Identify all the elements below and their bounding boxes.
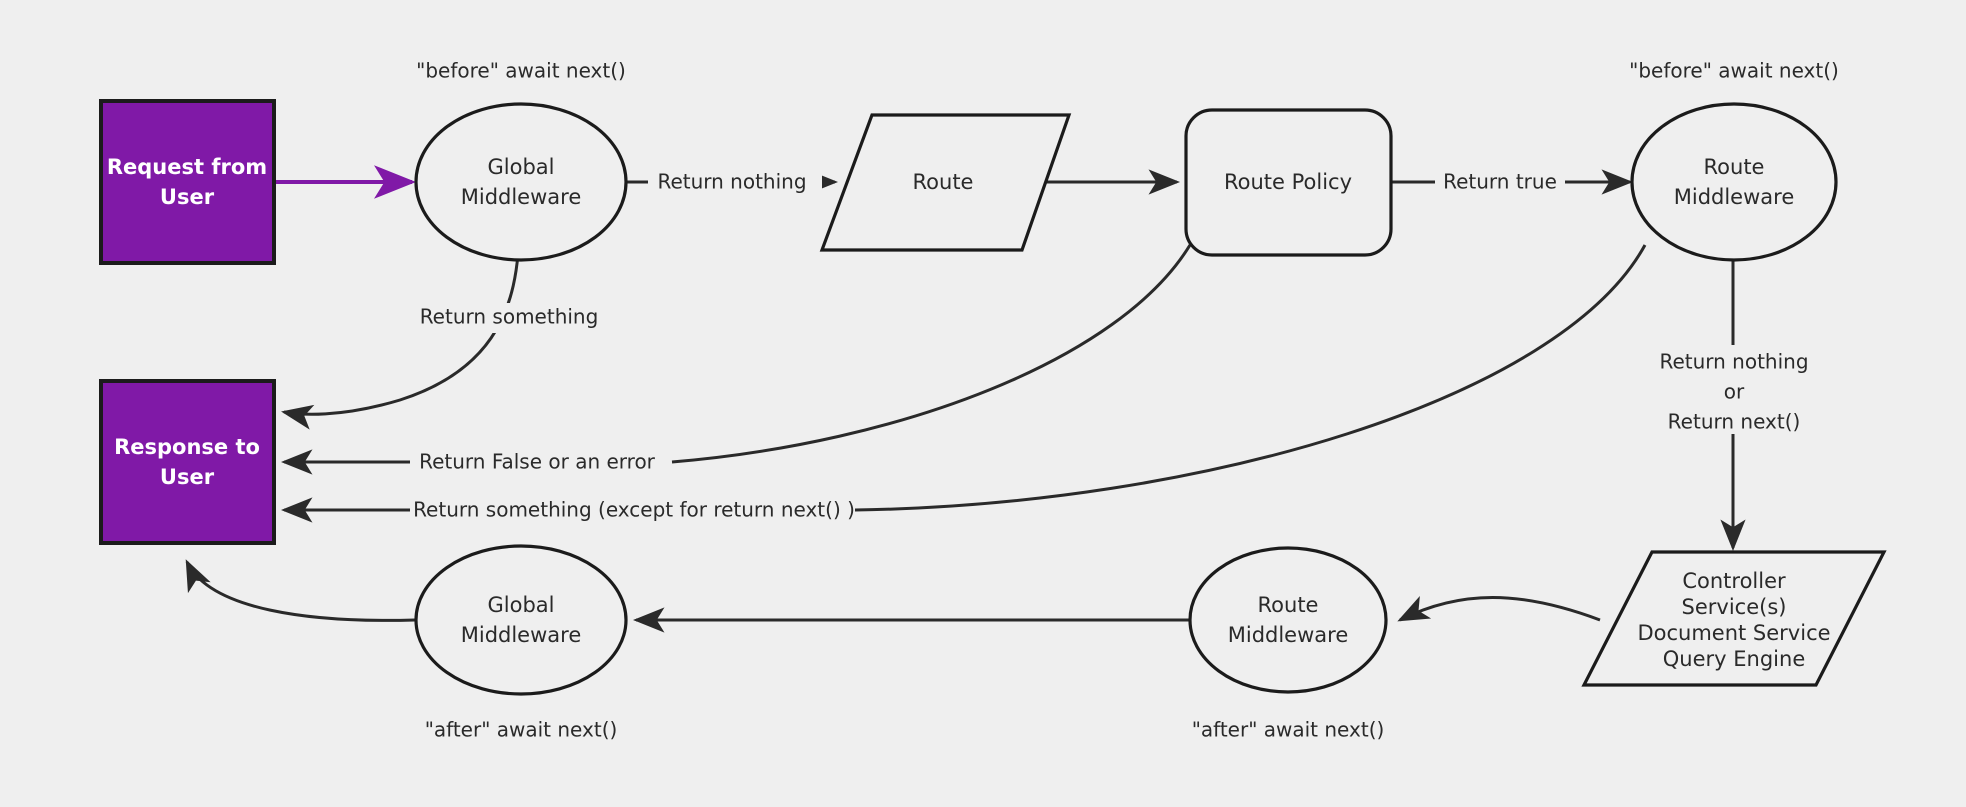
response-to-user-label-line1: Response to (114, 435, 260, 459)
edge-label-return-something-except-next: Return something (except for return next… (412, 495, 855, 525)
edge-label-return-false-or-error: Return False or an error (412, 447, 662, 477)
route-label: Route (913, 170, 974, 194)
node-route-middleware-after[interactable]: Route Middleware (1188, 546, 1388, 694)
edge-controller-stack-to-route-middleware-after (1397, 595, 1601, 622)
annotation-after-await-next-route-middleware: "after" await next() (1192, 718, 1385, 742)
route-middleware-before-label-line1: Route (1704, 155, 1765, 179)
route-middleware-after-label-line1: Route (1258, 593, 1319, 617)
global-middleware-after-label-line1: Global (488, 593, 555, 617)
route-middleware-before-label-line2: Middleware (1674, 185, 1795, 209)
global-middleware-before-label-line2: Middleware (461, 185, 582, 209)
svg-text:Return False or an error: Return False or an error (419, 450, 656, 474)
annotation-before-await-next-route-middleware: "before" await next() (1629, 59, 1839, 83)
request-from-user-label-line1: Request from (107, 155, 267, 179)
request-from-user-label-line2: User (160, 185, 215, 209)
edge-label-return-nothing-or-next: Return nothing or Return next() (1640, 348, 1830, 434)
edge-label-return-nothing-or-next-line1: Return nothing (1659, 350, 1808, 374)
controller-stack-line-1: Controller (1682, 569, 1786, 593)
route-policy-label: Route Policy (1224, 170, 1352, 194)
edge-label-return-nothing: Return nothing (648, 167, 822, 197)
node-global-middleware-before[interactable]: Global Middleware (414, 102, 628, 262)
edge-route-middleware-return-something-except (854, 244, 1647, 512)
node-request-from-user[interactable]: Request from User (99, 99, 276, 265)
route-middleware-after-label-line2: Middleware (1228, 623, 1349, 647)
edge-label-return-nothing-or-next-line2: or (1724, 380, 1745, 404)
edge-label-return-something: Return something (412, 303, 607, 333)
node-global-middleware-after[interactable]: Global Middleware (414, 544, 628, 696)
global-middleware-before-label-line1: Global (488, 155, 555, 179)
response-to-user-label-line2: User (160, 465, 215, 489)
annotation-before-await-next-global: "before" await next() (416, 59, 626, 83)
svg-text:Return something (except for r: Return something (except for return next… (413, 498, 855, 522)
edge-label-return-true: Return true (1435, 167, 1565, 197)
edge-route-policy-return-false (671, 244, 1192, 464)
controller-stack-line-2: Service(s) (1682, 595, 1787, 619)
global-middleware-after-label-line2: Middleware (461, 623, 582, 647)
controller-stack-line-3: Document Service (1637, 621, 1830, 645)
node-response-to-user[interactable]: Response to User (99, 379, 276, 545)
node-route[interactable]: Route (819, 113, 1072, 252)
node-route-middleware-before[interactable]: Route Middleware (1630, 102, 1838, 262)
controller-stack-line-4: Query Engine (1663, 647, 1805, 671)
node-route-policy[interactable]: Route Policy (1184, 108, 1393, 257)
annotation-after-await-next-global: "after" await next() (425, 718, 618, 742)
edge-global-middleware-return-something (281, 239, 521, 430)
node-controller-stack[interactable]: Controller Service(s) Document Service Q… (1581, 550, 1887, 687)
edge-global-middleware-after-to-response (185, 559, 416, 622)
edge-label-return-nothing-or-next-line3: Return next() (1668, 410, 1801, 434)
svg-text:Return nothing: Return nothing (657, 170, 806, 194)
svg-text:Return something: Return something (420, 305, 599, 329)
svg-text:Return true: Return true (1443, 170, 1557, 194)
